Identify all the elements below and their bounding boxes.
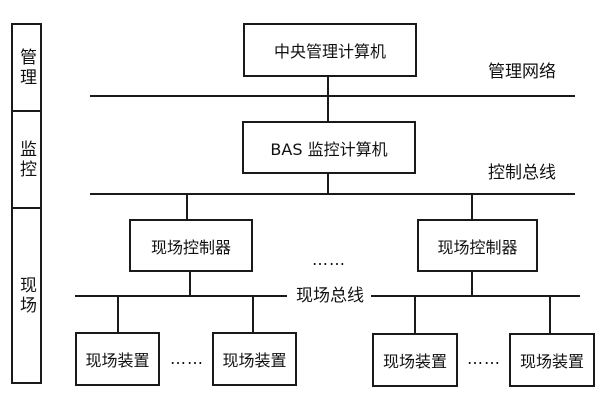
field-bus-line-left: [75, 295, 287, 297]
ellipsis-devices-left: ……: [170, 349, 204, 368]
node-field-device-1: 现场装置: [75, 332, 160, 386]
node-field-controller-right: 现场控制器: [417, 219, 538, 272]
field-bus-line-right: [371, 295, 580, 297]
control-bus-label: 控制总线: [488, 162, 556, 184]
management-network-line: [90, 95, 575, 97]
connector-bus-to-device-2: [252, 297, 254, 332]
connector-central-to-bas: [327, 77, 329, 121]
level-monitoring: 监控: [13, 112, 40, 209]
connector-bus-to-controller-right: [471, 195, 473, 219]
node-field-device-2: 现场装置: [212, 332, 297, 386]
management-network-label: 管理网络: [488, 61, 556, 83]
connector-bus-to-device-3: [414, 297, 416, 333]
connector-bus-to-device-4: [549, 297, 551, 333]
level-management: 管理: [13, 25, 40, 112]
node-central-management-computer: 中央管理计算机: [243, 23, 417, 77]
field-bus-label: 现场总线: [296, 285, 364, 307]
connector-controller-left-to-field-bus: [189, 272, 191, 295]
node-field-device-4: 现场装置: [509, 333, 595, 387]
control-bus-line: [90, 193, 575, 195]
node-field-controller-left: 现场控制器: [129, 219, 253, 272]
node-bas-monitoring-computer: BAS 监控计算机: [242, 121, 416, 174]
node-field-device-3: 现场装置: [372, 333, 458, 387]
level-field: 现场: [16, 275, 36, 316]
ellipsis-devices-right: ……: [467, 349, 501, 368]
connector-bus-to-device-1: [117, 297, 119, 332]
connector-controller-right-to-field-bus: [471, 272, 473, 295]
connector-bas-to-control-bus: [327, 174, 329, 195]
connector-bus-to-controller-left: [186, 195, 188, 219]
level-scale-sidebar: 管理 监控 现场: [11, 23, 42, 384]
ellipsis-controllers: ……: [312, 250, 346, 269]
